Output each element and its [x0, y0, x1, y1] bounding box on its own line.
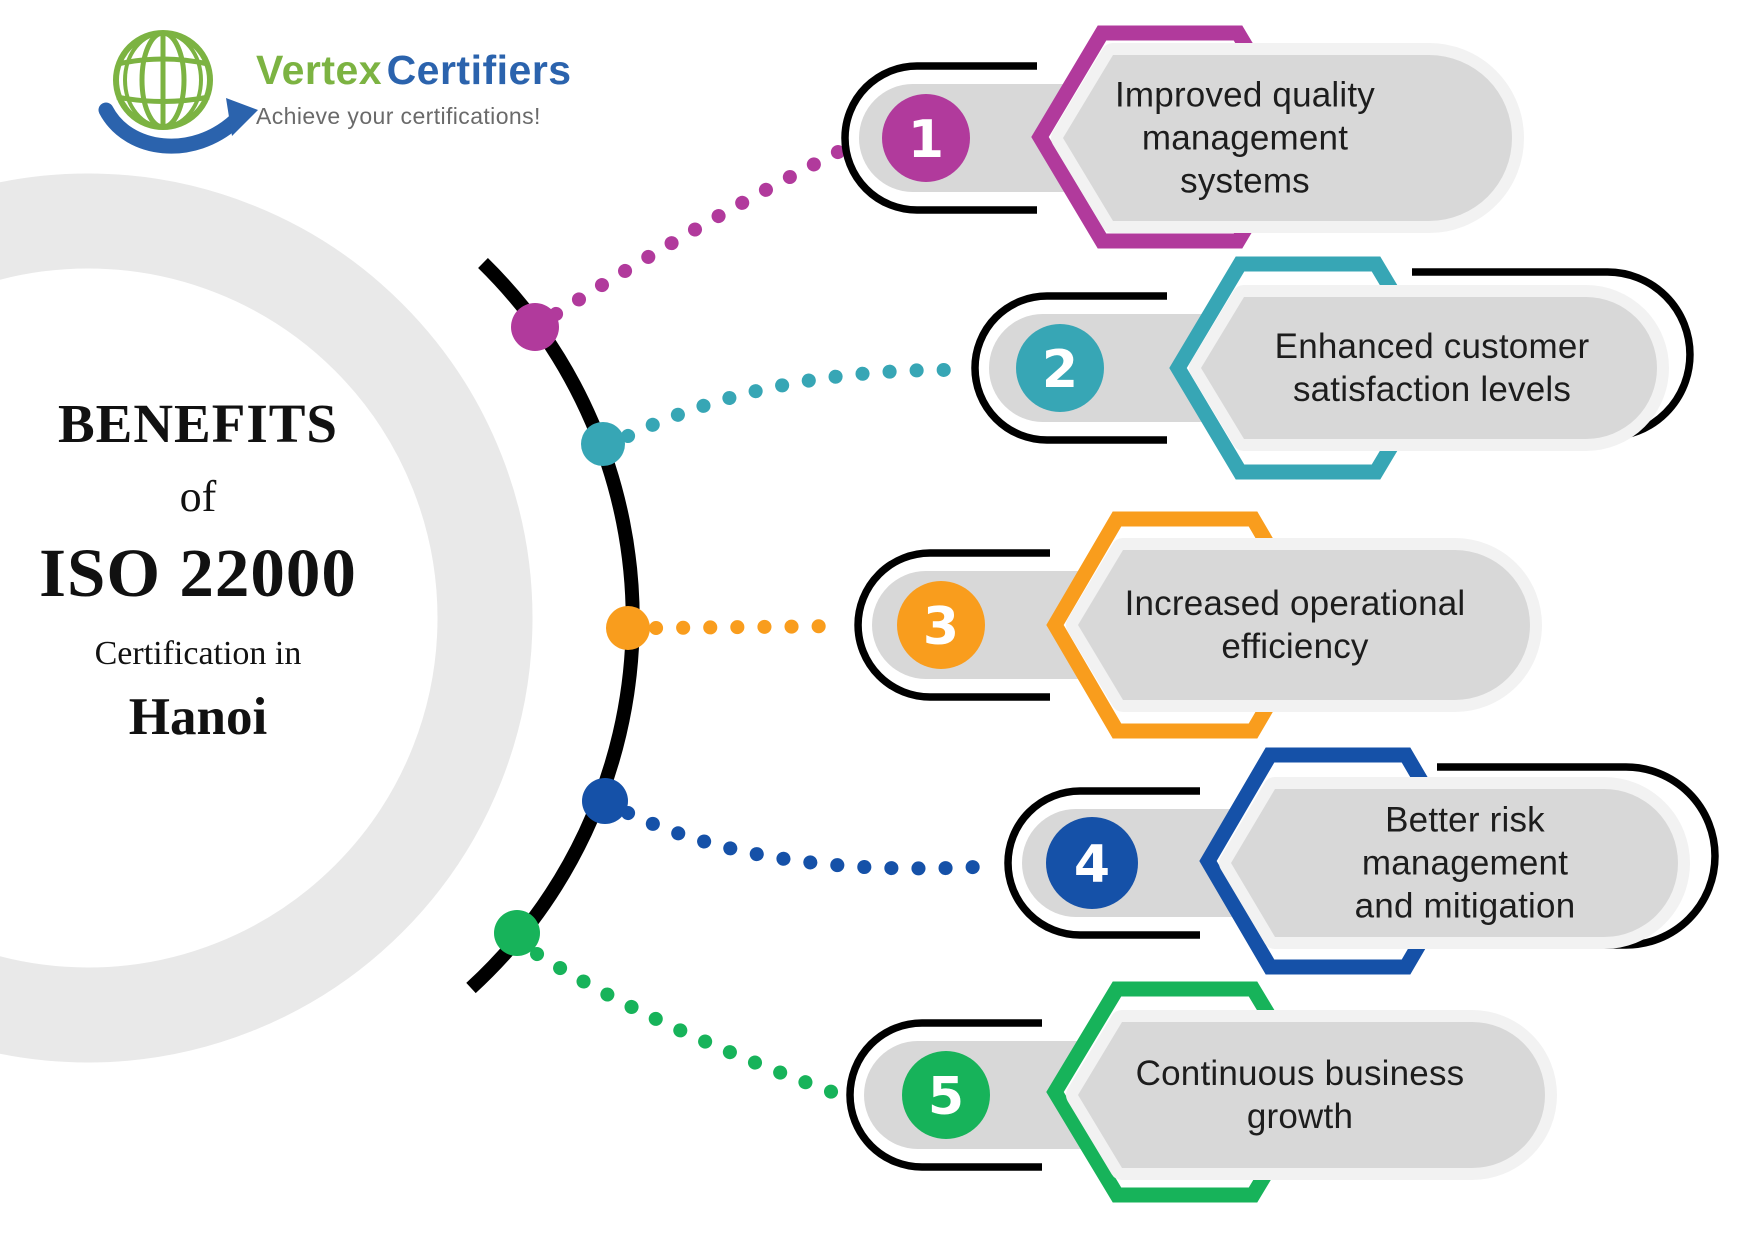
globe-icon	[113, 30, 213, 130]
item-left-outline	[854, 549, 1050, 701]
arc-node-dot-3	[606, 606, 650, 650]
dotted-connector-3	[649, 619, 852, 635]
item-number-badge	[1046, 817, 1138, 909]
arc-node-dot-4	[582, 778, 628, 824]
item-number-5: 5	[927, 1067, 965, 1127]
item-label-4: Better risk management and mitigation	[1354, 800, 1576, 926]
title-city: Hanoi	[128, 688, 268, 746]
title-subtitle: Certification in	[94, 635, 302, 672]
arc-node-dot-1	[511, 303, 559, 351]
item-number-badge	[897, 581, 985, 669]
item-label-5: Continuous business growth	[1135, 1054, 1465, 1136]
logo: Vertex Certifiers Achieve your certifica…	[98, 12, 658, 160]
item-left-outline	[841, 62, 1037, 214]
benefit-item-5	[846, 981, 1557, 1203]
dotted-connector-4	[621, 806, 999, 876]
item-label-1: Improved quality management systems	[1115, 75, 1375, 201]
benefit-item-4	[1004, 747, 1719, 975]
item-text-block	[1078, 550, 1530, 700]
item-left-outline	[1004, 787, 1200, 939]
growth-arrow-icon	[98, 98, 258, 160]
item-label-2: Enhanced customer satisfaction levels	[1274, 327, 1590, 409]
item-number-4: 4	[1073, 835, 1111, 895]
item-number-badge	[882, 94, 970, 182]
item-number-3: 3	[922, 597, 960, 657]
title-heading: BENEFITS	[57, 393, 339, 454]
item-text-block	[1063, 55, 1512, 221]
brand-name-secondary: Certifiers	[386, 47, 572, 93]
item-left-outline	[971, 292, 1167, 444]
dotted-connector-1	[549, 145, 845, 321]
item-text-block	[1078, 1022, 1545, 1168]
item-number-badge	[902, 1051, 990, 1139]
benefit-item-3	[854, 511, 1542, 739]
item-right-outline	[1437, 763, 1719, 949]
decor-ring	[0, 173, 533, 1063]
item-number-badge	[1016, 324, 1104, 412]
logo-text: Vertex Certifiers Achieve your certifica…	[256, 50, 572, 128]
item-number-1: 1	[907, 110, 945, 170]
item-label-3: Increased operational efficiency	[1124, 584, 1466, 666]
item-number-2: 2	[1041, 340, 1079, 400]
benefit-item-1	[841, 25, 1524, 249]
dotted-connector-2	[621, 362, 965, 443]
arc-node-dot-2	[581, 422, 625, 466]
arc-node-dot-5	[494, 910, 540, 956]
title-connector: of	[179, 472, 217, 521]
brand-tagline: Achieve your certifications!	[256, 103, 541, 129]
item-left-outline	[846, 1019, 1042, 1171]
item-text-block	[1201, 297, 1657, 439]
globe-arrow-icon	[98, 30, 258, 160]
title-standard: ISO 22000	[39, 535, 357, 611]
brand-name-primary: Vertex	[256, 47, 383, 93]
title-block: BENEFITS of ISO 22000 Certification in H…	[22, 392, 374, 747]
benefit-item-2	[971, 256, 1694, 480]
item-text-block	[1231, 789, 1678, 937]
dotted-connector-5	[530, 947, 839, 1099]
